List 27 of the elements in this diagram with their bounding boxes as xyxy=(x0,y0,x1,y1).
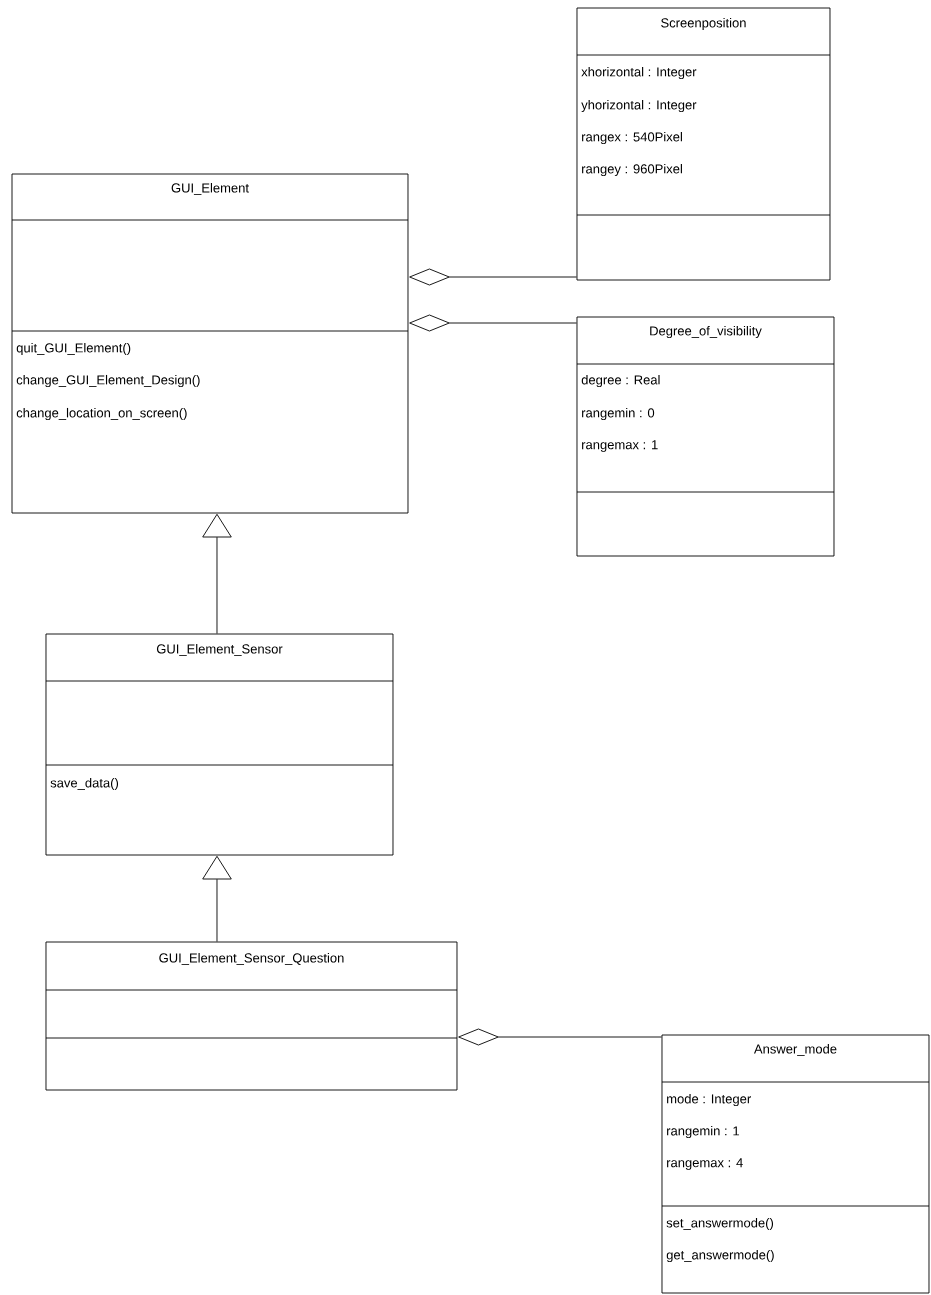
aggregation-line xyxy=(409,268,577,286)
aggregation-line xyxy=(458,1028,662,1046)
method-text: get_answermode() xyxy=(666,1249,774,1263)
attribute-text: rangemin : 0 xyxy=(582,407,655,421)
class-name: GUI_Element_Sensor xyxy=(156,644,283,656)
class-name: GUI_Element_Sensor_Question xyxy=(159,953,344,965)
attribute-text: mode : Integer xyxy=(667,1093,751,1107)
attribute-text: rangey : 960Pixel xyxy=(582,163,682,177)
attribute-text: rangemin : 1 xyxy=(667,1125,739,1139)
class-name: GUI_Element xyxy=(171,183,249,195)
method-text: quit_GUI_Element() xyxy=(16,342,131,356)
inheritance-arrow xyxy=(202,513,232,634)
method-text: change_GUI_Element_Design() xyxy=(16,374,200,388)
class-name: Screenposition xyxy=(661,17,746,31)
attribute-text: xhorizontal : Integer xyxy=(581,66,697,80)
attribute-text: rangex : 540Pixel xyxy=(582,131,682,145)
class-name: Answer_mode xyxy=(754,1044,837,1056)
aggregation-line xyxy=(409,314,577,332)
method-text: change_location_on_screen() xyxy=(16,407,187,421)
attribute-text: rangemax : 1 xyxy=(582,440,658,452)
class-name: Degree_of_visibility xyxy=(650,325,762,339)
method-text: set_answermode() xyxy=(666,1217,774,1231)
attribute-text: degree : Real xyxy=(581,374,660,388)
inheritance-arrow xyxy=(202,855,232,942)
method-text: save_data() xyxy=(50,777,119,791)
attribute-text: rangemax : 4 xyxy=(667,1158,743,1170)
attribute-text: yhorizontal : Integer xyxy=(581,99,697,113)
